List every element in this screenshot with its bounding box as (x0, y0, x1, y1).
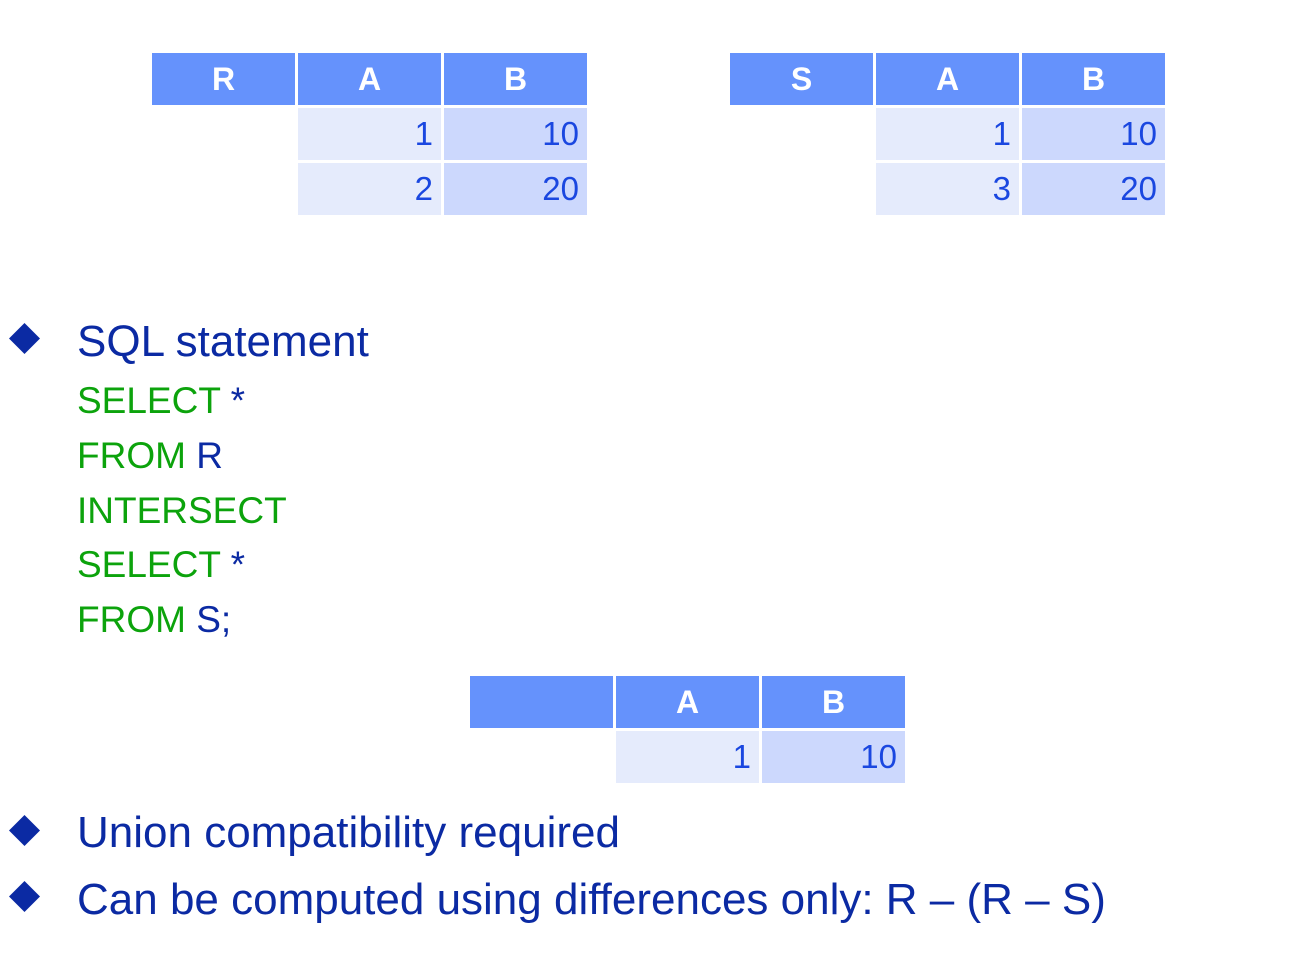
sql-keyword: SELECT (77, 380, 221, 421)
table-header-row: S A B (730, 53, 1165, 105)
header-cell-relation: S (730, 53, 873, 105)
sql-keyword: INTERSECT (77, 490, 287, 531)
table-header-row: R A B (152, 53, 587, 105)
sql-argument: * (230, 380, 245, 421)
diamond-bullet-icon (9, 815, 40, 846)
sql-argument: * (230, 544, 245, 585)
sql-keyword: FROM (77, 599, 186, 640)
diamond-bullet-icon (9, 881, 40, 912)
header-cell-relation (470, 676, 613, 728)
empty-cell (470, 731, 613, 783)
header-cell-a: A (876, 53, 1019, 105)
sql-line: SELECT * (77, 382, 245, 419)
diamond-bullet-icon (9, 323, 40, 354)
bullet-union-compatibility: Union compatibility required (77, 808, 620, 857)
table-r: R A B 1 10 2 20 (149, 50, 590, 218)
table-row: 2 20 (152, 163, 587, 215)
cell-b: 20 (444, 163, 587, 215)
cell-a: 1 (616, 731, 759, 783)
empty-cell (152, 108, 295, 160)
header-cell-relation: R (152, 53, 295, 105)
table-row: 3 20 (730, 163, 1165, 215)
bullet-computed-differences: Can be computed using differences only: … (77, 875, 1106, 924)
header-cell-b: B (1022, 53, 1165, 105)
table-row: 1 10 (730, 108, 1165, 160)
bullet-sql-statement: SQL statement (77, 317, 369, 366)
header-cell-a: A (298, 53, 441, 105)
cell-a: 1 (298, 108, 441, 160)
sql-keyword: FROM (77, 435, 186, 476)
table-row: 1 10 (152, 108, 587, 160)
cell-a: 2 (298, 163, 441, 215)
cell-b: 10 (444, 108, 587, 160)
empty-cell (730, 108, 873, 160)
sql-line: INTERSECT (77, 492, 287, 529)
sql-line: FROM R (77, 437, 223, 474)
table-header-row: A B (470, 676, 905, 728)
sql-argument: R (196, 435, 223, 476)
table-s: S A B 1 10 3 20 (727, 50, 1168, 218)
cell-a: 3 (876, 163, 1019, 215)
result-table: A B 1 10 (467, 673, 908, 786)
cell-b: 10 (1022, 108, 1165, 160)
sql-line: FROM S; (77, 601, 231, 638)
header-cell-b: B (444, 53, 587, 105)
cell-b: 20 (1022, 163, 1165, 215)
empty-cell (152, 163, 295, 215)
table-row: 1 10 (470, 731, 905, 783)
cell-b: 10 (762, 731, 905, 783)
sql-keyword: SELECT (77, 544, 221, 585)
sql-argument: S; (196, 599, 232, 640)
header-cell-a: A (616, 676, 759, 728)
empty-cell (730, 163, 873, 215)
header-cell-b: B (762, 676, 905, 728)
sql-line: SELECT * (77, 546, 245, 583)
cell-a: 1 (876, 108, 1019, 160)
